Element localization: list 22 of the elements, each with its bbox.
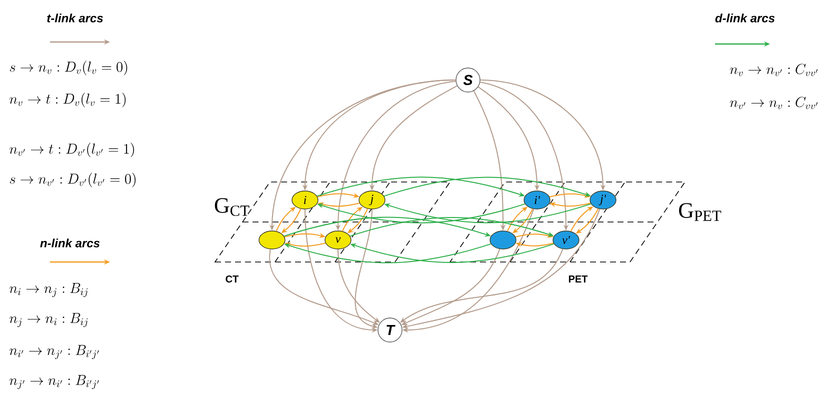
- formula: $s \rightarrow n_{v'} : D_{v'}(l_{v'} = 0)$: [10, 172, 136, 188]
- formula: $s \rightarrow n_v : D_v(l_v = 0)$: [10, 60, 128, 76]
- plane-title: G$_{PET}$: [679, 203, 722, 221]
- plane-label: PET: [568, 276, 588, 282]
- formula: $n_v \rightarrow t : D_v(l_v = 1)$: [10, 92, 126, 108]
- formula: $n_{j'} \rightarrow n_{i'} : B_{i'j'}$: [10, 375, 99, 390]
- pixel-node: i: [292, 190, 318, 210]
- pixel-node: v': [552, 230, 580, 250]
- formula: $n_j \rightarrow n_i : B_{ij}$: [10, 313, 88, 328]
- formula: $n_v \rightarrow n_{v'} : C_{vv'}$: [730, 64, 818, 76]
- pixel-node: v: [324, 230, 352, 250]
- plane-label: CT: [226, 275, 239, 283]
- formula: $n_{i'} \rightarrow n_{j'} : B_{i'j'}$: [10, 345, 99, 360]
- pixel-node: [490, 230, 516, 250]
- formula: $n_i \rightarrow n_j : B_{ij}$: [10, 283, 88, 298]
- pixel-node: j': [590, 190, 616, 210]
- pixel-node: [258, 230, 286, 250]
- plane-title: G$_{CT}$: [214, 198, 250, 216]
- formula: $n_{v'} \rightarrow n_v : C_{vv'}$: [730, 96, 818, 110]
- pixel-node: j: [358, 190, 386, 210]
- formula: $n_{v'} \rightarrow t : D_{v'}(l_{v'} = 1)$: [10, 142, 134, 158]
- pixel-node: i': [524, 190, 550, 210]
